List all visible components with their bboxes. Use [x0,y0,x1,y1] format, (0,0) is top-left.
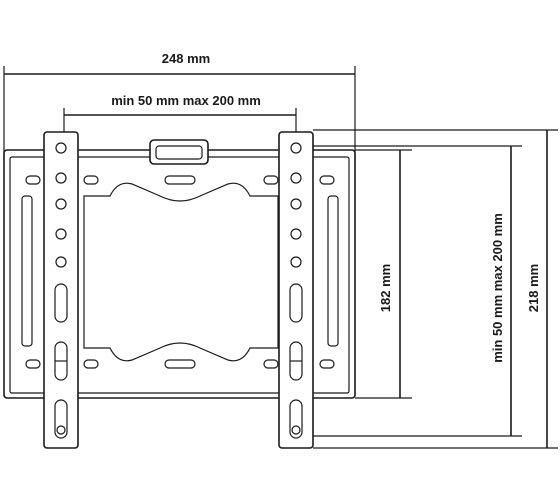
handle-slot [149,139,209,165]
left-mounting-arm [43,131,79,449]
plate-height-label: 182 mm [378,264,393,312]
horizontal-spacing-dimension: min 50 mm max 200 mm [63,93,297,140]
plate-height-dimension: 182 mm [355,149,412,399]
horizontal-spacing-label: min 50 mm max 200 mm [111,93,261,108]
overall-height-label: 218 mm [526,264,541,312]
vertical-spacing-label: min 50 mm max 200 mm [490,213,505,363]
overall-height-dimension: 218 mm [313,129,558,449]
wall-plate [3,139,356,399]
vertical-spacing-dimension: min 50 mm max 200 mm [313,145,522,437]
overall-width-label: 248 mm [162,51,210,66]
plate-cutout [83,182,279,362]
right-mounting-arm [278,131,314,449]
overall-width-dimension: 248 mm [3,51,356,160]
